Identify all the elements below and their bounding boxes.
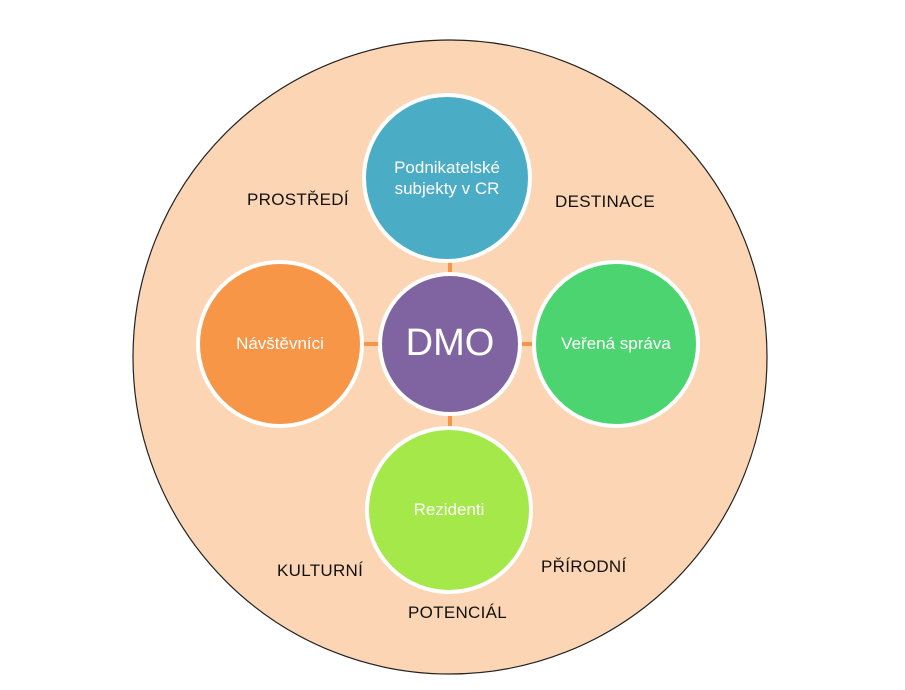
node-top-label: Podnikatelské subjekty v CR [394, 157, 500, 198]
label-prirodni: PŘÍRODNÍ [541, 557, 627, 576]
node-bottom-circle [365, 426, 533, 594]
node-left-label: Návštěvníci [236, 334, 324, 354]
node-left-circle [196, 260, 364, 428]
node-right-circle [532, 260, 700, 428]
node-top-circle [362, 93, 532, 263]
center-label: DMO [405, 322, 495, 365]
label-potencial: POTENCIÁL [408, 603, 508, 622]
label-destinace: DESTINACE [555, 192, 655, 211]
node-bottom-label: Rezidenti [413, 500, 485, 520]
label-kulturni: KULTURNÍ [277, 561, 364, 580]
label-prostredi: PROSTŘEDÍ [247, 190, 349, 209]
center-node-circle [378, 272, 522, 416]
node-right-label: Veřená správa [561, 334, 671, 354]
